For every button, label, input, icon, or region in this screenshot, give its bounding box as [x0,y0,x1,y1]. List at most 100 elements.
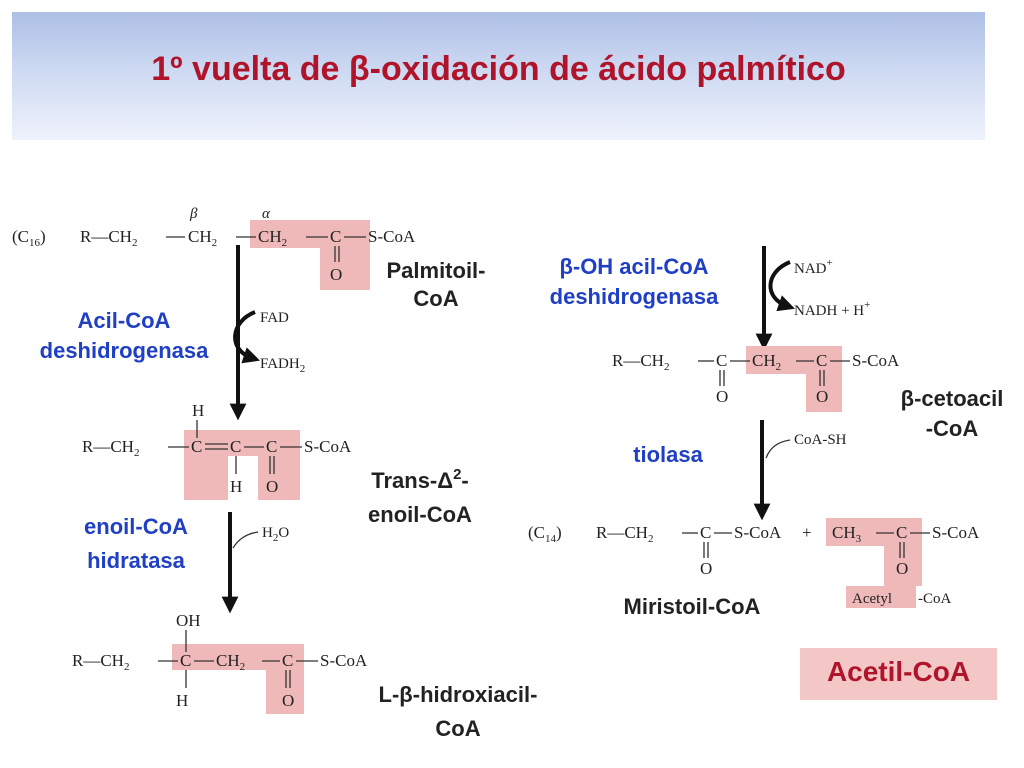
miristoil-name: Miristoil-CoA [624,594,761,619]
oh-acil-deshidrogenasa-2: deshidrogenasa [550,284,719,309]
ceto-o2: O [816,387,828,406]
coash-text: CoA-SH [794,432,847,448]
hidroxi-r-ch2: R—CH [72,651,124,670]
ceto-o1: O [716,387,728,406]
miri-scoa: S-CoA [734,523,782,542]
hidroxi-c1: C [180,651,191,670]
nadh-text: NADH + H [794,303,864,319]
enoil-hidratasa-1: enoil-CoA [84,514,188,539]
enoil-name-dash: - [461,468,468,493]
hidroxiacil-coa-structure: OH R—CH2 C CH2 C S-CoA H O [72,611,368,714]
enoil-hidratasa-2: hidratasa [87,548,186,573]
svg-text:R—CH2: R—CH2 [612,351,669,373]
svg-text:H2O: H2O [262,525,289,544]
acil-deshidrogenasa-1: Acil-CoA [78,308,171,333]
svg-text:R—CH2: R—CH2 [80,227,137,249]
acetyl-sub-3: 3 [856,533,862,545]
svg-text:CH3: CH3 [832,523,862,545]
acetil-coa-box: Acetil-CoA [800,648,997,700]
scoa-text: S-CoA [368,227,416,246]
ceto-ch2: CH [752,351,776,370]
tiolasa-label: tiolasa [633,442,703,467]
beta-label: β [189,206,198,222]
chain-sub: 16 [29,237,41,249]
ch2-beta: CH [188,227,212,246]
hidroxi-oh: OH [176,611,201,630]
svg-text:FADH2: FADH2 [260,356,305,375]
palmitoil-label-2: CoA [413,286,458,311]
svg-text:CH2: CH2 [216,651,245,673]
ceto-r-ch2: R—CH [612,351,664,370]
hidroxi-scoa: S-CoA [320,651,368,670]
hidroxi-sub-2b: 2 [240,661,246,673]
svg-text:CH2: CH2 [188,227,217,249]
svg-text:R—CH2: R—CH2 [596,523,653,545]
nad-curve-arrow [768,260,795,312]
enoil-h-bottom: H [230,477,242,496]
miri-chain-sub: 14 [545,533,557,545]
chain-label: (C [12,227,29,246]
hidroxi-h: H [176,691,188,710]
sub-2b: 2 [212,237,218,249]
svg-text:Trans-Δ2-: Trans-Δ2- [371,466,469,493]
plus-sign: + [802,523,812,542]
svg-text:NADH + H+: NADH + H+ [794,299,870,319]
highlight-acetyl-label [846,586,916,608]
ceto-c2: C [816,351,827,370]
ch2-alpha: CH [258,227,282,246]
enoil-scoa: S-CoA [304,437,352,456]
hidroxi-ch2: CH [216,651,240,670]
sub-2: 2 [132,237,138,249]
enoil-o: O [266,477,278,496]
enoil-c1: C [191,437,202,456]
enoil-c3: C [266,437,277,456]
svg-text:R—CH2: R—CH2 [72,651,129,673]
hidroxiacil-name-2: CoA [435,716,480,741]
cetoacil-coa-structure: R—CH2 C CH2 C S-CoA O O [612,346,900,412]
hidroxi-c2: C [282,651,293,670]
ceto-sub-2: 2 [664,361,670,373]
cetoacil-name-2: -CoA [926,416,979,441]
page-title: 1º vuelta de β-oxidación de ácido palmít… [151,50,846,88]
h2o-sub: 2 [273,532,279,544]
title-banner: 1º vuelta de β-oxidación de ácido palmít… [12,12,985,140]
ceto-sub-2b: 2 [776,361,782,373]
miri-sub-2: 2 [648,533,654,545]
acetyl-o: O [896,559,908,578]
ceto-c1: C [716,351,727,370]
palmitoil-label-1: Palmitoil- [386,258,485,283]
oh-acil-deshidrogenasa-1: β-OH acil-CoA [559,254,708,279]
acetyl-ch3: CH [832,523,856,542]
svg-text:(C16): (C16) [12,227,46,249]
highlight-cetoacil [746,346,842,412]
miri-chain-close: ) [556,523,562,542]
cetoacil-name-1: β-cetoacil [901,386,1004,411]
svg-text:NAD+: NAD+ [794,257,833,277]
nad-sup: + [827,257,833,269]
nad-text: NAD [794,261,827,277]
alpha-label: α [262,206,271,222]
r-ch2-text: R—CH [80,227,132,246]
enoil-c2: C [230,437,241,456]
sub-2c: 2 [282,237,288,249]
acetyl-c: C [896,523,907,542]
coash-curve [765,439,791,459]
highlight-acetyl [826,518,922,586]
highlight-enoil [184,430,300,500]
h2o-o: O [278,525,289,541]
carbonyl-o: O [330,265,342,284]
hidroxi-sub-2: 2 [124,661,130,673]
fad-curve-arrow [233,310,260,364]
svg-text:CH2: CH2 [752,351,781,373]
svg-text:CH2: CH2 [258,227,287,249]
ceto-scoa: S-CoA [852,351,900,370]
acetyl-scoa: S-CoA [932,523,980,542]
miri-r-ch2: R—CH [596,523,648,542]
enoil-name-sup: 2 [453,466,461,483]
hidroxiacil-name-1: L-β-hidroxiacil- [379,682,538,707]
svg-text:R—CH2: R—CH2 [82,437,139,459]
highlight-palmitoil [250,220,370,290]
enoil-name-2: enoil-CoA [368,502,472,527]
enoil-sub-2: 2 [134,447,140,459]
